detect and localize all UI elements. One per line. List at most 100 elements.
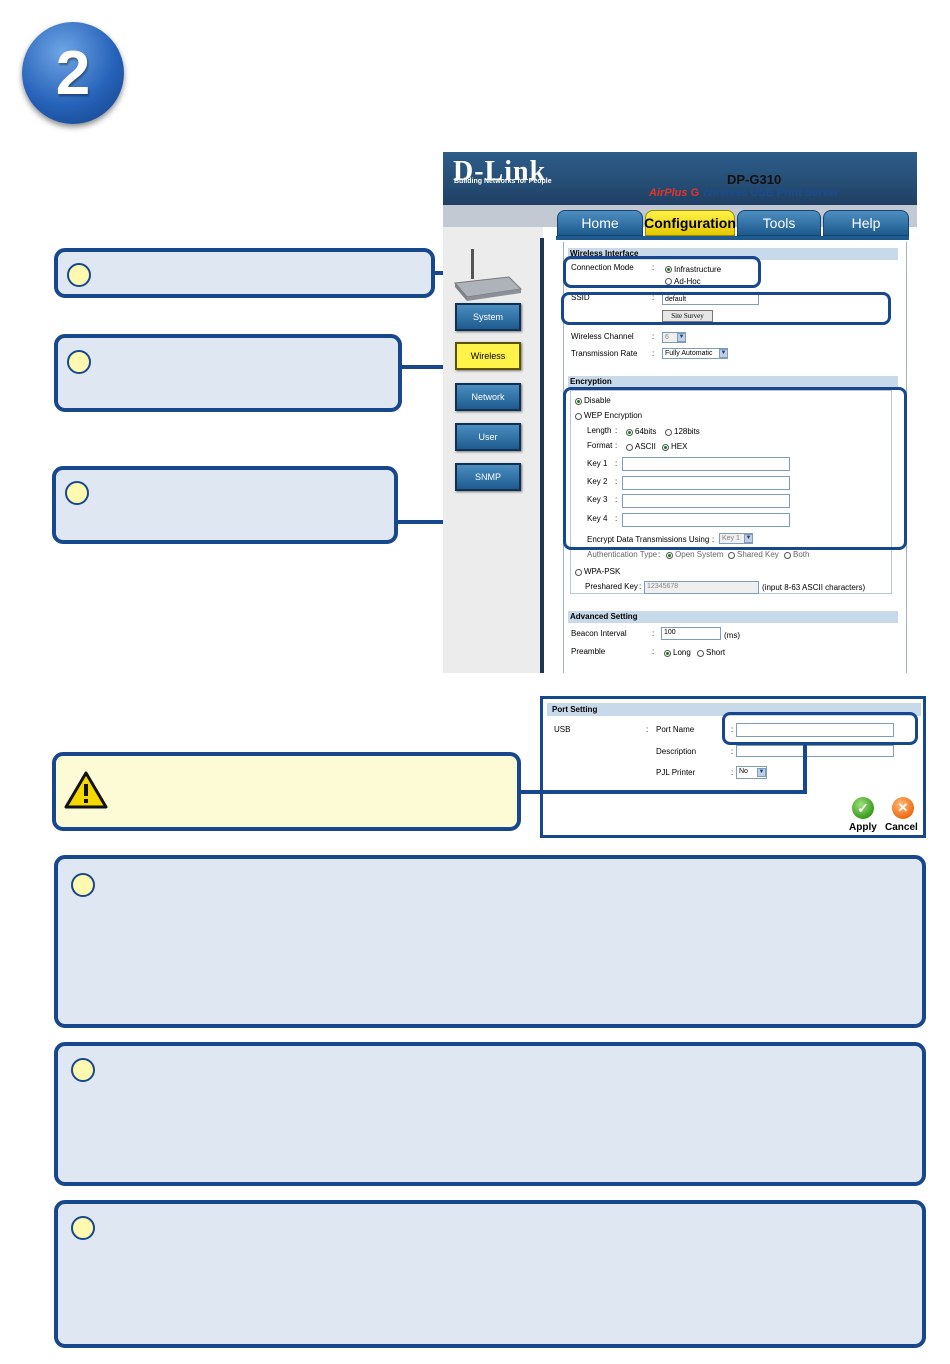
sidebar-snmp-button[interactable]: SNMP bbox=[455, 463, 521, 491]
site-survey-button[interactable]: Site Survey bbox=[662, 310, 713, 322]
auth-open-radio[interactable] bbox=[666, 552, 673, 559]
infrastructure-radio[interactable] bbox=[665, 266, 672, 273]
instruction-box-3 bbox=[54, 1200, 926, 1348]
preamble-label: Preamble bbox=[571, 647, 606, 656]
key1-label: Key 1 bbox=[587, 459, 608, 468]
length-64-label: 64bits bbox=[635, 427, 657, 436]
beacon-unit: (ms) bbox=[724, 631, 740, 640]
chevron-down-icon: ▼ bbox=[677, 333, 686, 342]
callout-marker bbox=[67, 263, 91, 287]
sidebar-user-button[interactable]: User bbox=[455, 423, 521, 451]
section-encryption: Encryption bbox=[568, 376, 898, 388]
colon: : bbox=[652, 332, 655, 341]
preshared-key-hint: (input 8-63 ASCII characters) bbox=[762, 583, 866, 592]
auth-both-radio[interactable] bbox=[784, 552, 791, 559]
instruction-box-2 bbox=[54, 1042, 926, 1186]
highlight-encryption bbox=[563, 387, 907, 550]
key3-input[interactable] bbox=[622, 494, 790, 508]
colon: : bbox=[652, 293, 655, 302]
description-input[interactable] bbox=[736, 745, 894, 757]
product-name: AirPlus G Wireless USB Print Server bbox=[649, 187, 839, 199]
format-ascii-radio[interactable] bbox=[626, 444, 633, 451]
preamble-short-label: Short bbox=[706, 648, 726, 657]
sidebar-wireless-button[interactable]: Wireless bbox=[455, 342, 521, 370]
callout-ssid bbox=[54, 334, 402, 412]
sidebar-system-button[interactable]: System bbox=[455, 303, 521, 331]
highlight-port-name bbox=[722, 712, 918, 745]
tab-help[interactable]: Help bbox=[823, 210, 909, 236]
format-hex-label: HEX bbox=[671, 442, 688, 451]
preshared-key-label: Preshared Key bbox=[585, 582, 638, 591]
length-128-label: 128bits bbox=[674, 427, 700, 436]
port-name-label: Port Name bbox=[656, 725, 695, 734]
wpa-psk-label: WPA-PSK bbox=[584, 567, 621, 576]
colon: : bbox=[615, 459, 618, 468]
colon: : bbox=[615, 477, 618, 486]
cancel-button[interactable]: ✕ Cancel bbox=[884, 797, 924, 837]
auth-type-label: Authentication Type bbox=[587, 550, 658, 559]
tab-configuration[interactable]: Configuration bbox=[644, 210, 736, 236]
port-name-input[interactable] bbox=[736, 723, 894, 737]
tab-tools[interactable]: Tools bbox=[737, 210, 821, 236]
highlight-ssid bbox=[561, 292, 891, 325]
infrastructure-label: Infrastructure bbox=[674, 265, 722, 274]
colon: : bbox=[615, 441, 618, 450]
beacon-interval-input[interactable]: 100 bbox=[661, 627, 721, 640]
disable-radio[interactable] bbox=[575, 398, 582, 405]
key3-label: Key 3 bbox=[587, 495, 608, 504]
warning-icon bbox=[64, 770, 108, 810]
colon: : bbox=[615, 514, 618, 523]
colon: : bbox=[652, 263, 655, 272]
length-label: Length bbox=[587, 426, 612, 435]
adhoc-label: Ad-Hoc bbox=[674, 277, 701, 286]
length-128-radio[interactable] bbox=[665, 429, 672, 436]
wpa-psk-radio[interactable] bbox=[575, 569, 582, 576]
format-ascii-label: ASCII bbox=[635, 442, 656, 451]
key2-input[interactable] bbox=[622, 476, 790, 490]
preamble-short-radio[interactable] bbox=[697, 650, 704, 657]
pjl-printer-label: PJL Printer bbox=[656, 768, 696, 777]
tagline: Building Networks for People bbox=[454, 178, 552, 185]
print-server-config-screenshot: D-Link Building Networks for People DP-G… bbox=[443, 152, 917, 673]
key1-input[interactable] bbox=[622, 457, 790, 471]
ui-header: D-Link Building Networks for People DP-G… bbox=[443, 152, 917, 205]
section-advanced-setting: Advanced Setting bbox=[568, 611, 898, 623]
wireless-settings-panel: Wireless Interface Connection Mode : Inf… bbox=[563, 242, 907, 673]
encrypt-using-label: Encrypt Data Transmissions Using bbox=[587, 535, 710, 544]
sidebar-network-button[interactable]: Network bbox=[455, 383, 521, 411]
length-64-radio[interactable] bbox=[626, 429, 633, 436]
tab-underline bbox=[556, 236, 909, 240]
colon: : bbox=[658, 550, 661, 559]
callout-marker bbox=[67, 350, 91, 374]
beacon-interval-label: Beacon Interval bbox=[571, 629, 627, 638]
leader-line bbox=[803, 744, 807, 793]
preamble-long-radio[interactable] bbox=[664, 650, 671, 657]
colon: : bbox=[731, 768, 734, 777]
step-number-badge: 2 bbox=[22, 22, 124, 124]
disable-label: Disable bbox=[584, 396, 611, 405]
auth-open-label: Open System bbox=[675, 550, 724, 559]
adhoc-radio[interactable] bbox=[665, 278, 672, 285]
leader-line bbox=[521, 790, 807, 794]
format-hex-radio[interactable] bbox=[662, 444, 669, 451]
sidebar-divider bbox=[540, 238, 544, 673]
product-type: Wireless USB Print Server bbox=[702, 187, 840, 199]
apply-button[interactable]: ✓ Apply bbox=[846, 797, 880, 837]
key2-label: Key 2 bbox=[587, 477, 608, 486]
airplus-g: G bbox=[690, 187, 700, 199]
preshared-key-input[interactable]: 12345678 bbox=[644, 581, 759, 594]
colon: : bbox=[731, 725, 734, 734]
channel-label: Wireless Channel bbox=[571, 332, 634, 341]
callout-connection-mode bbox=[54, 248, 435, 298]
colon: : bbox=[652, 647, 655, 656]
wep-radio[interactable] bbox=[575, 413, 582, 420]
port-usb-label: USB bbox=[554, 725, 571, 734]
tab-home[interactable]: Home bbox=[557, 210, 643, 236]
chevron-down-icon: ▼ bbox=[719, 349, 728, 358]
colon: : bbox=[646, 725, 649, 734]
key4-input[interactable] bbox=[622, 513, 790, 527]
colon: : bbox=[731, 747, 734, 756]
instruction-box-1 bbox=[54, 855, 926, 1028]
auth-shared-radio[interactable] bbox=[728, 552, 735, 559]
auth-shared-label: Shared Key bbox=[737, 550, 779, 559]
